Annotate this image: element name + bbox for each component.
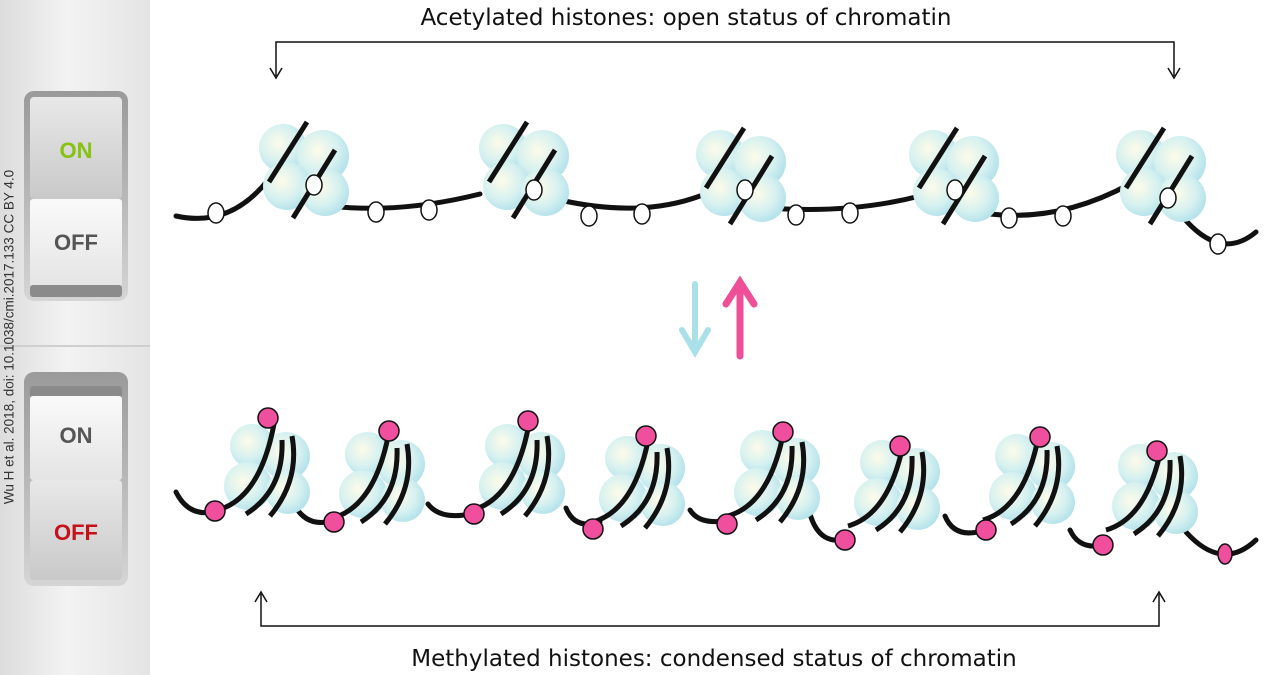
switch-off-label: OFF <box>54 520 98 545</box>
nucleosome <box>847 439 940 534</box>
switch-base <box>30 285 122 297</box>
nucleosome <box>1105 443 1198 538</box>
nucleosome <box>696 126 786 226</box>
methyl-marks <box>204 407 1233 565</box>
nucleosome <box>472 423 565 518</box>
arrow-down-icon <box>679 281 711 358</box>
switch-off-state: ON OFF <box>24 372 128 586</box>
switch-on-state: ON OFF <box>24 91 128 301</box>
switch-on-face <box>30 396 122 480</box>
bottom-bracket <box>254 590 1166 627</box>
nucleosome <box>259 120 349 220</box>
nucleosome <box>909 126 999 226</box>
nucleosome <box>479 120 569 220</box>
panel-divider <box>0 345 150 347</box>
switch-off-face <box>30 480 122 580</box>
acetyl-marks <box>207 174 1227 255</box>
top-label: Acetylated histones: open status of chro… <box>420 5 951 31</box>
switch-on-label: ON <box>60 423 93 448</box>
nucleosome <box>217 423 310 518</box>
nucleosome <box>982 433 1075 528</box>
open-chromatin <box>173 120 1259 255</box>
nucleosome <box>1116 126 1206 226</box>
arrow-up-icon <box>722 275 758 360</box>
switch-on-face <box>30 97 122 199</box>
switch-base <box>30 386 122 398</box>
nucleosome <box>592 435 685 530</box>
switch-off-label: OFF <box>54 230 98 255</box>
switch-off-face <box>30 199 122 287</box>
top-bracket <box>269 41 1181 80</box>
switch-on-label: ON <box>60 138 93 163</box>
condensed-chromatin <box>173 407 1259 565</box>
nucleosome <box>332 431 425 526</box>
bottom-label: Methylated histones: condensed status of… <box>411 646 1016 672</box>
nucleosome <box>727 429 820 524</box>
